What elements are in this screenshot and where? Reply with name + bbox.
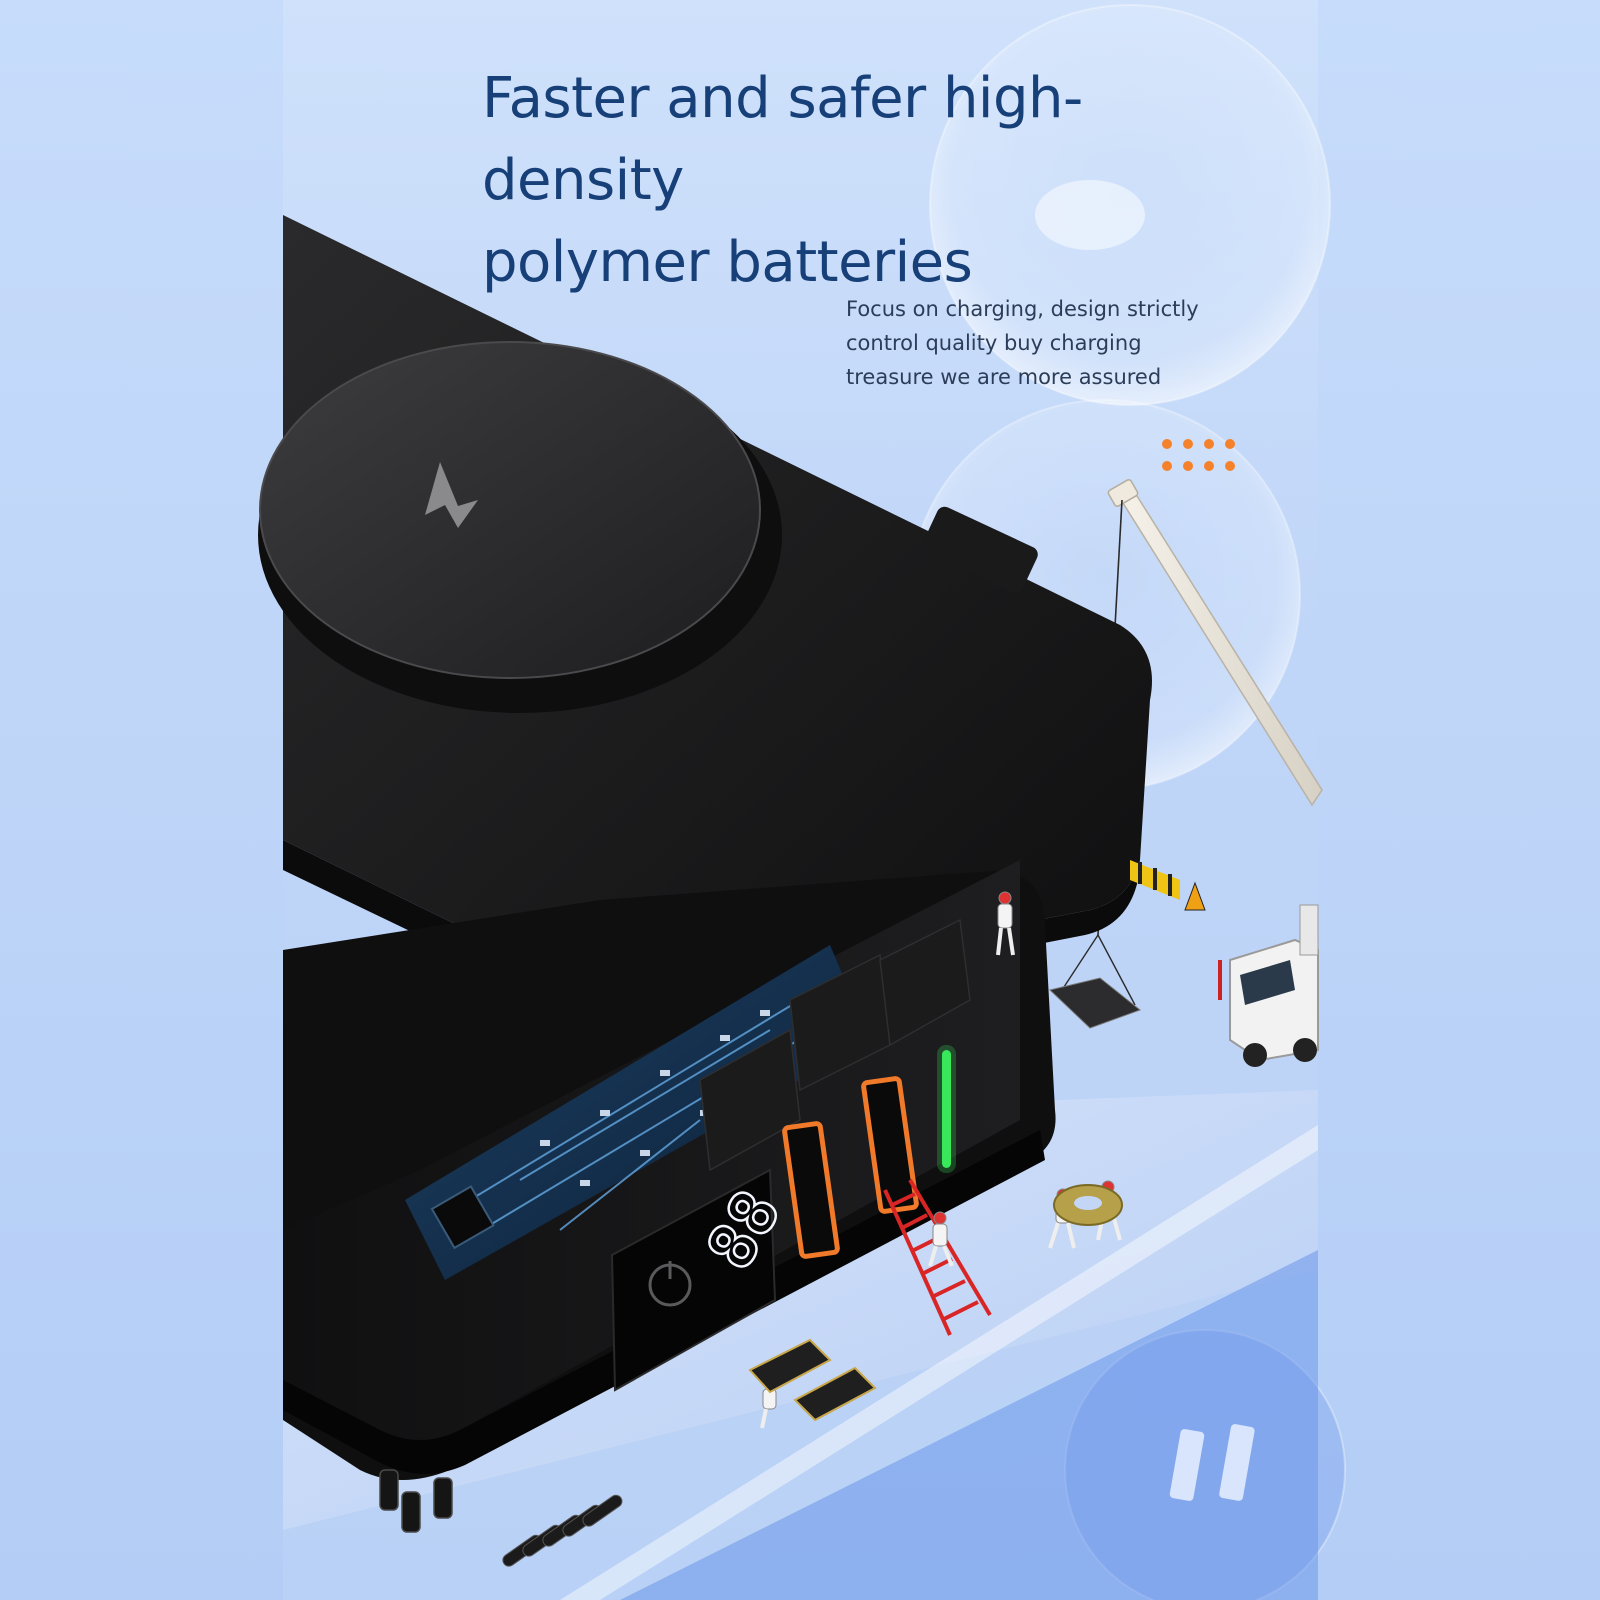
side-clip [922,506,1038,594]
indicator-led [942,1050,951,1168]
truck [1218,904,1319,1067]
subtext-line-2: control quality buy charging [846,331,1142,355]
usb-port-1 [782,1121,840,1259]
headline-line-1: Faster and safer high-density [482,66,1083,213]
circuit-board [405,945,870,1280]
wireless-pad [258,341,782,713]
display-window [610,1168,777,1392]
resistors [502,1494,623,1567]
subtext: Focus on charging, design strictly contr… [846,292,1246,394]
road-barrier [1130,860,1206,911]
capacitors [379,1469,453,1533]
bubble-capsule [1169,1424,1255,1501]
subtext-line-3: treasure we are more assured [846,365,1162,389]
toroid-coil [1053,1184,1123,1226]
compartment-walls [699,918,971,1172]
ladder [883,1178,992,1336]
platform-edge [560,1125,1318,1600]
front-face: 88 [610,1045,956,1392]
bubble-highlight [1035,180,1145,250]
worker-ladder [928,1211,954,1267]
platform-blue-face [620,1250,1318,1600]
worker-lid [996,891,1015,956]
hanging-chip [1048,977,1142,1029]
chip [430,1185,495,1250]
lightning-icon [425,462,478,528]
headline-line-2: polymer batteries [482,230,973,295]
usb-port-2 [861,1076,919,1214]
power-icon [648,1261,692,1307]
indicator-led-glow [937,1045,956,1173]
headline: Faster and safer high-density polymer ba… [482,58,1242,304]
accent-dots [1162,439,1235,471]
subtext-line-1: Focus on charging, design strictly [846,297,1199,321]
crane-stylus [1048,479,1323,1029]
floor-connectors [748,1338,877,1422]
